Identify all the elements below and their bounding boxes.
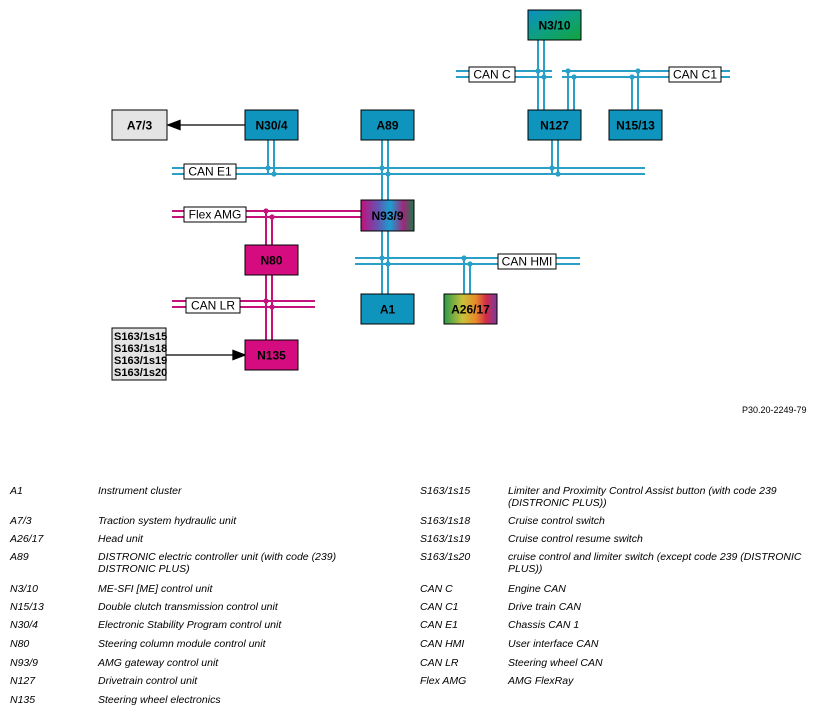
legend-desc: ME-SFI [ME] control unit [98, 583, 213, 595]
legend-code: N93/9 [10, 657, 39, 669]
can-lr-label: CAN LR [185, 297, 241, 314]
legend-code: S163/1s20 [420, 551, 471, 563]
legend-desc: Electronic Stability Program control uni… [98, 619, 282, 631]
legend-code: Flex AMG [420, 675, 467, 687]
legend-code: CAN C [420, 583, 453, 595]
svg-text:A1: A1 [380, 303, 396, 317]
legend-desc: DISTRONIC PLUS) [98, 563, 190, 575]
arrow-switches-to-n135 [166, 349, 247, 361]
legend-desc: Instrument cluster [98, 485, 182, 497]
legend-code: N135 [10, 694, 36, 706]
legend-desc: Double clutch transmission control unit [98, 601, 278, 613]
svg-text:CAN C1: CAN C1 [673, 68, 717, 82]
can-hmi-label: CAN HMI [497, 253, 557, 270]
node-a7-3: A7/3 [111, 109, 168, 141]
node-a26-17: A26/17 [443, 293, 498, 325]
legend-code: N3/10 [10, 583, 39, 595]
legend-left: A1 Instrument cluster A7/3 Traction syst… [10, 485, 410, 710]
legend-desc: Cruise control switch [508, 515, 605, 527]
legend-code: CAN E1 [420, 619, 458, 631]
node-n93-9: N93/9 [360, 199, 415, 232]
node-n30-4: N30/4 [244, 109, 299, 141]
svg-text:CAN HMI: CAN HMI [502, 255, 553, 269]
legend-desc: Steering wheel electronics [98, 694, 221, 706]
can-e1-label: CAN E1 [183, 163, 237, 180]
junction-dots [263, 68, 641, 310]
flex-amg-label: Flex AMG [183, 206, 247, 223]
bus-labels: CAN C CAN C1 CAN E1 Flex AMG CAN LR CAN … [183, 66, 722, 314]
legend-desc: (DISTRONIC PLUS)) [508, 497, 607, 509]
svg-text:N127: N127 [540, 119, 569, 133]
svg-text:N93/9: N93/9 [371, 209, 403, 223]
svg-text:S163/1s19: S163/1s19 [114, 355, 167, 367]
legend-code: CAN C1 [420, 601, 459, 613]
can-c-label: CAN C [468, 66, 516, 83]
svg-text:CAN E1: CAN E1 [188, 165, 232, 179]
node-n127: N127 [527, 109, 582, 141]
reference-code: P30.20-2249-79 [742, 405, 807, 415]
legend-desc: Cruise control resume switch [508, 533, 643, 545]
legend-code: A1 [10, 485, 23, 497]
legend-desc: Steering wheel CAN [508, 657, 603, 669]
svg-text:N135: N135 [257, 349, 286, 363]
svg-text:S163/1s15: S163/1s15 [114, 331, 167, 343]
legend-code: S163/1s19 [420, 533, 471, 545]
svg-text:N30/4: N30/4 [255, 119, 287, 133]
legend-desc: Chassis CAN 1 [508, 619, 580, 631]
legend-desc: Steering column module control unit [98, 638, 266, 650]
legend-right: S163/1s15 Limiter and Proximity Control … [420, 485, 815, 695]
legend-desc: DISTRONIC electric controller unit (with… [98, 551, 337, 563]
svg-text:A26/17: A26/17 [451, 303, 490, 317]
legend-code: A26/17 [10, 533, 44, 545]
legend-code: CAN LR [420, 657, 459, 669]
legend-code: A89 [10, 551, 29, 563]
node-switches: S163/1s15 S163/1s18 S163/1s19 S163/1s20 [111, 327, 167, 381]
can-c1-label: CAN C1 [668, 66, 722, 83]
svg-text:N80: N80 [260, 254, 282, 268]
legend-desc: Limiter and Proximity Control Assist but… [508, 485, 777, 497]
svg-text:N3/10: N3/10 [538, 19, 570, 33]
node-n15-13: N15/13 [608, 109, 663, 141]
legend-desc: Engine CAN [508, 583, 566, 595]
node-a1: A1 [360, 293, 415, 325]
svg-text:N15/13: N15/13 [616, 119, 655, 133]
node-a89: A89 [360, 109, 415, 141]
legend-code: N80 [10, 638, 30, 650]
legend-desc: AMG FlexRay [508, 675, 574, 687]
node-n3-10: N3/10 [527, 9, 582, 41]
svg-text:A89: A89 [376, 119, 398, 133]
legend-code: CAN HMI [420, 638, 465, 650]
arrows [166, 119, 247, 361]
legend-code: N127 [10, 675, 36, 687]
svg-text:A7/3: A7/3 [127, 119, 153, 133]
node-n80: N80 [244, 244, 299, 276]
network-diagram: CAN C CAN C1 CAN E1 Flex AMG CAN LR CAN … [111, 9, 730, 381]
legend-desc: Traction system hydraulic unit [98, 515, 237, 527]
legend-desc: Drivetrain control unit [98, 675, 198, 687]
node-n135: N135 [244, 339, 299, 371]
legend-desc: cruise control and limiter switch (excep… [508, 551, 802, 563]
legend-desc: AMG gateway control unit [98, 657, 219, 669]
legend-desc: User interface CAN [508, 638, 599, 650]
svg-text:CAN LR: CAN LR [191, 299, 235, 313]
svg-text:CAN C: CAN C [473, 68, 511, 82]
can-e1-line [172, 167, 645, 175]
svg-text:Flex AMG: Flex AMG [189, 208, 242, 222]
legend-desc: PLUS)) [508, 563, 543, 575]
legend-desc: Drive train CAN [508, 601, 581, 613]
legend-code: N15/13 [10, 601, 44, 613]
legend-code: S163/1s18 [420, 515, 471, 527]
svg-text:S163/1s18: S163/1s18 [114, 343, 167, 355]
legend-code: S163/1s15 [420, 485, 471, 497]
arrow-n30-4-to-a7-3 [166, 119, 245, 131]
svg-text:S163/1s20: S163/1s20 [114, 367, 167, 379]
legend-code: A7/3 [10, 515, 32, 527]
legend-code: N30/4 [10, 619, 39, 631]
legend-desc: Head unit [98, 533, 143, 545]
